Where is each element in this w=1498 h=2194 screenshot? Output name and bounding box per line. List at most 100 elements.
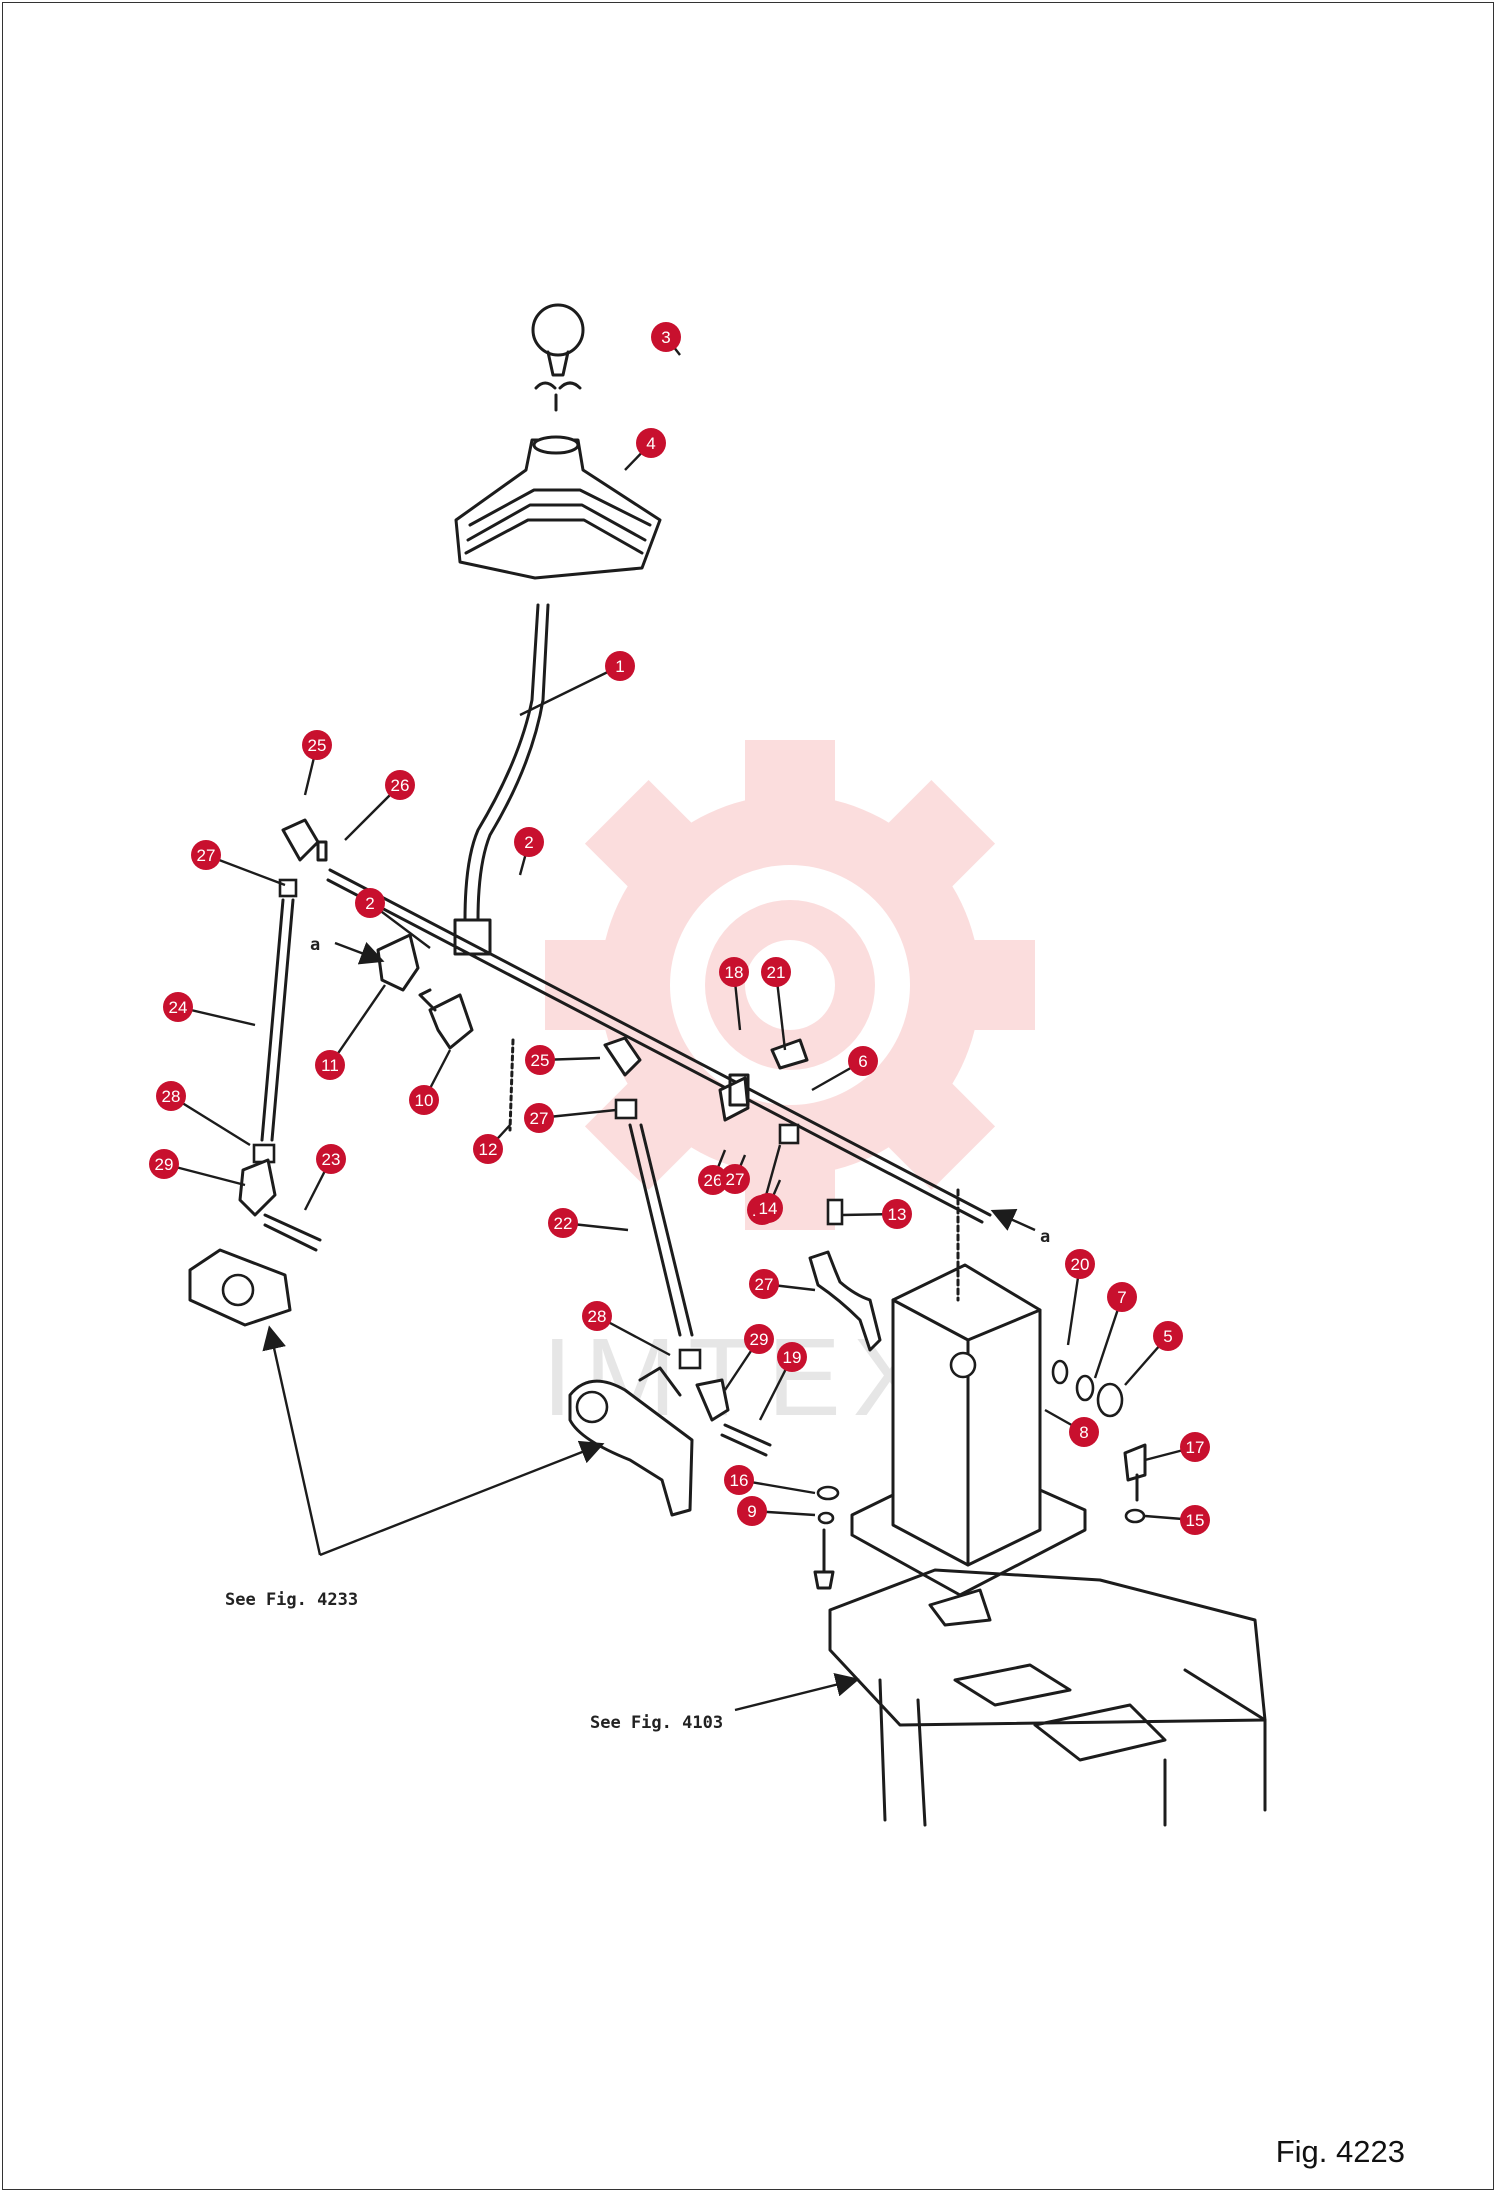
lower-shift-arm	[568, 1366, 694, 1517]
floor-plate	[828, 1568, 1267, 1827]
callout-number: 12	[479, 1140, 498, 1159]
shaft-bracket	[376, 933, 515, 1132]
callout-number: 14	[759, 1199, 778, 1218]
callouts: 3 4 1 25 26 2 27 2 24 11 10 12 25 27 18 21 6 27 28 29 23 22 26…	[149, 322, 1210, 1535]
callout-marker	[524, 1103, 554, 1133]
callout-number: 26	[391, 776, 410, 795]
callout-marker	[163, 992, 193, 1022]
callout-number: 15	[1186, 1511, 1205, 1530]
callout-number: 20	[1071, 1255, 1090, 1274]
callout-marker	[753, 1193, 783, 1223]
callout-number: 11	[321, 1056, 339, 1075]
callout-number: 6	[858, 1052, 867, 1071]
callout-leader	[329, 984, 386, 1066]
callout-number: 29	[155, 1155, 174, 1174]
callout-marker	[156, 1081, 186, 1111]
callout-number: 16	[730, 1471, 749, 1490]
callout-marker	[355, 888, 385, 918]
callout-marker	[315, 1050, 345, 1080]
left-linkage	[188, 818, 328, 1327]
callout-number: 26	[704, 1171, 723, 1190]
figure-label: Fig. 4223	[1276, 2134, 1405, 2169]
callout-marker	[882, 1199, 912, 1229]
callout-number: 25	[531, 1051, 550, 1070]
callout-number: 29	[750, 1330, 769, 1349]
callout-marker	[473, 1134, 503, 1164]
view-arrow-right	[990, 1208, 1036, 1232]
callout-marker	[316, 1144, 346, 1174]
callout-number: 19	[783, 1348, 802, 1367]
callout-leader	[519, 664, 621, 717]
callout-number: 17	[1186, 1438, 1205, 1457]
callout-marker	[191, 840, 221, 870]
callout-number: 27	[726, 1170, 745, 1189]
view-marker-a-right: a	[1040, 1227, 1050, 1247]
callout-number: 3	[661, 328, 670, 347]
right-shaft-bracket	[718, 1038, 882, 1352]
callout-number: 10	[415, 1091, 434, 1110]
control-pedestal	[850, 1188, 1087, 1597]
callout-marker	[761, 957, 791, 987]
callout-marker	[385, 770, 415, 800]
callout-number: 27	[197, 846, 216, 865]
callout-marker	[1180, 1432, 1210, 1462]
callout-number: 18	[725, 963, 744, 982]
callout-marker	[582, 1301, 612, 1331]
callout-marker	[724, 1465, 754, 1495]
cross-shaft	[326, 868, 992, 1224]
callout-marker	[548, 1208, 578, 1238]
callout-marker	[737, 1496, 767, 1526]
callout-marker	[848, 1046, 878, 1076]
callout-marker	[719, 957, 749, 987]
callout-marker	[651, 322, 681, 352]
callout-marker	[749, 1269, 779, 1299]
callout-marker	[698, 1165, 728, 1195]
callout-marker	[302, 730, 332, 760]
callout-number: 25	[308, 736, 327, 755]
callout-number: 22	[554, 1214, 573, 1233]
right-hardware	[1051, 1359, 1147, 1524]
callout-marker	[1107, 1282, 1137, 1312]
callout-number: 5	[1163, 1327, 1172, 1346]
callout-leader	[170, 1094, 251, 1147]
callout-number: 13	[888, 1205, 907, 1224]
control-knob	[531, 303, 585, 412]
callout-number: 4	[646, 434, 655, 453]
see-fig-4103-note: See Fig. 4103	[590, 1713, 723, 1733]
callout-number: 28	[162, 1087, 181, 1106]
callout-number: 27	[755, 1275, 774, 1294]
bolt-stack	[813, 1485, 840, 1590]
see-fig-4233-note: See Fig. 4233	[225, 1590, 358, 1610]
callout-number: 2	[524, 833, 533, 852]
callout-marker	[1180, 1505, 1210, 1535]
callout-number: 27	[530, 1109, 549, 1128]
callout-marker	[636, 428, 666, 458]
center-linkage	[603, 1036, 772, 1457]
callout-marker	[149, 1149, 179, 1179]
callout-number: 7	[1117, 1288, 1126, 1307]
callout-number: 1	[615, 657, 624, 676]
view-marker-a-left: a	[310, 935, 320, 955]
callout-marker	[1065, 1249, 1095, 1279]
callout-number: 9	[747, 1502, 756, 1521]
callout-number: 24	[169, 998, 188, 1017]
callout-number: 23	[322, 1150, 341, 1169]
callout-marker	[744, 1324, 774, 1354]
callout-number: 8	[1079, 1423, 1088, 1442]
callout-marker	[525, 1045, 555, 1075]
lever-boot	[454, 435, 662, 580]
callout-marker	[605, 651, 635, 681]
callout-marker	[1069, 1417, 1099, 1447]
callout-marker	[409, 1085, 439, 1115]
control-lever	[453, 603, 550, 956]
reference-arrows	[262, 1325, 860, 1712]
callout-number: 21	[767, 963, 786, 982]
callout-marker	[720, 1164, 750, 1194]
callout-number: 28	[588, 1307, 607, 1326]
callout-marker	[777, 1342, 807, 1372]
callout-marker	[1153, 1321, 1183, 1351]
callout-number: 2	[365, 894, 374, 913]
callout-marker	[514, 827, 544, 857]
